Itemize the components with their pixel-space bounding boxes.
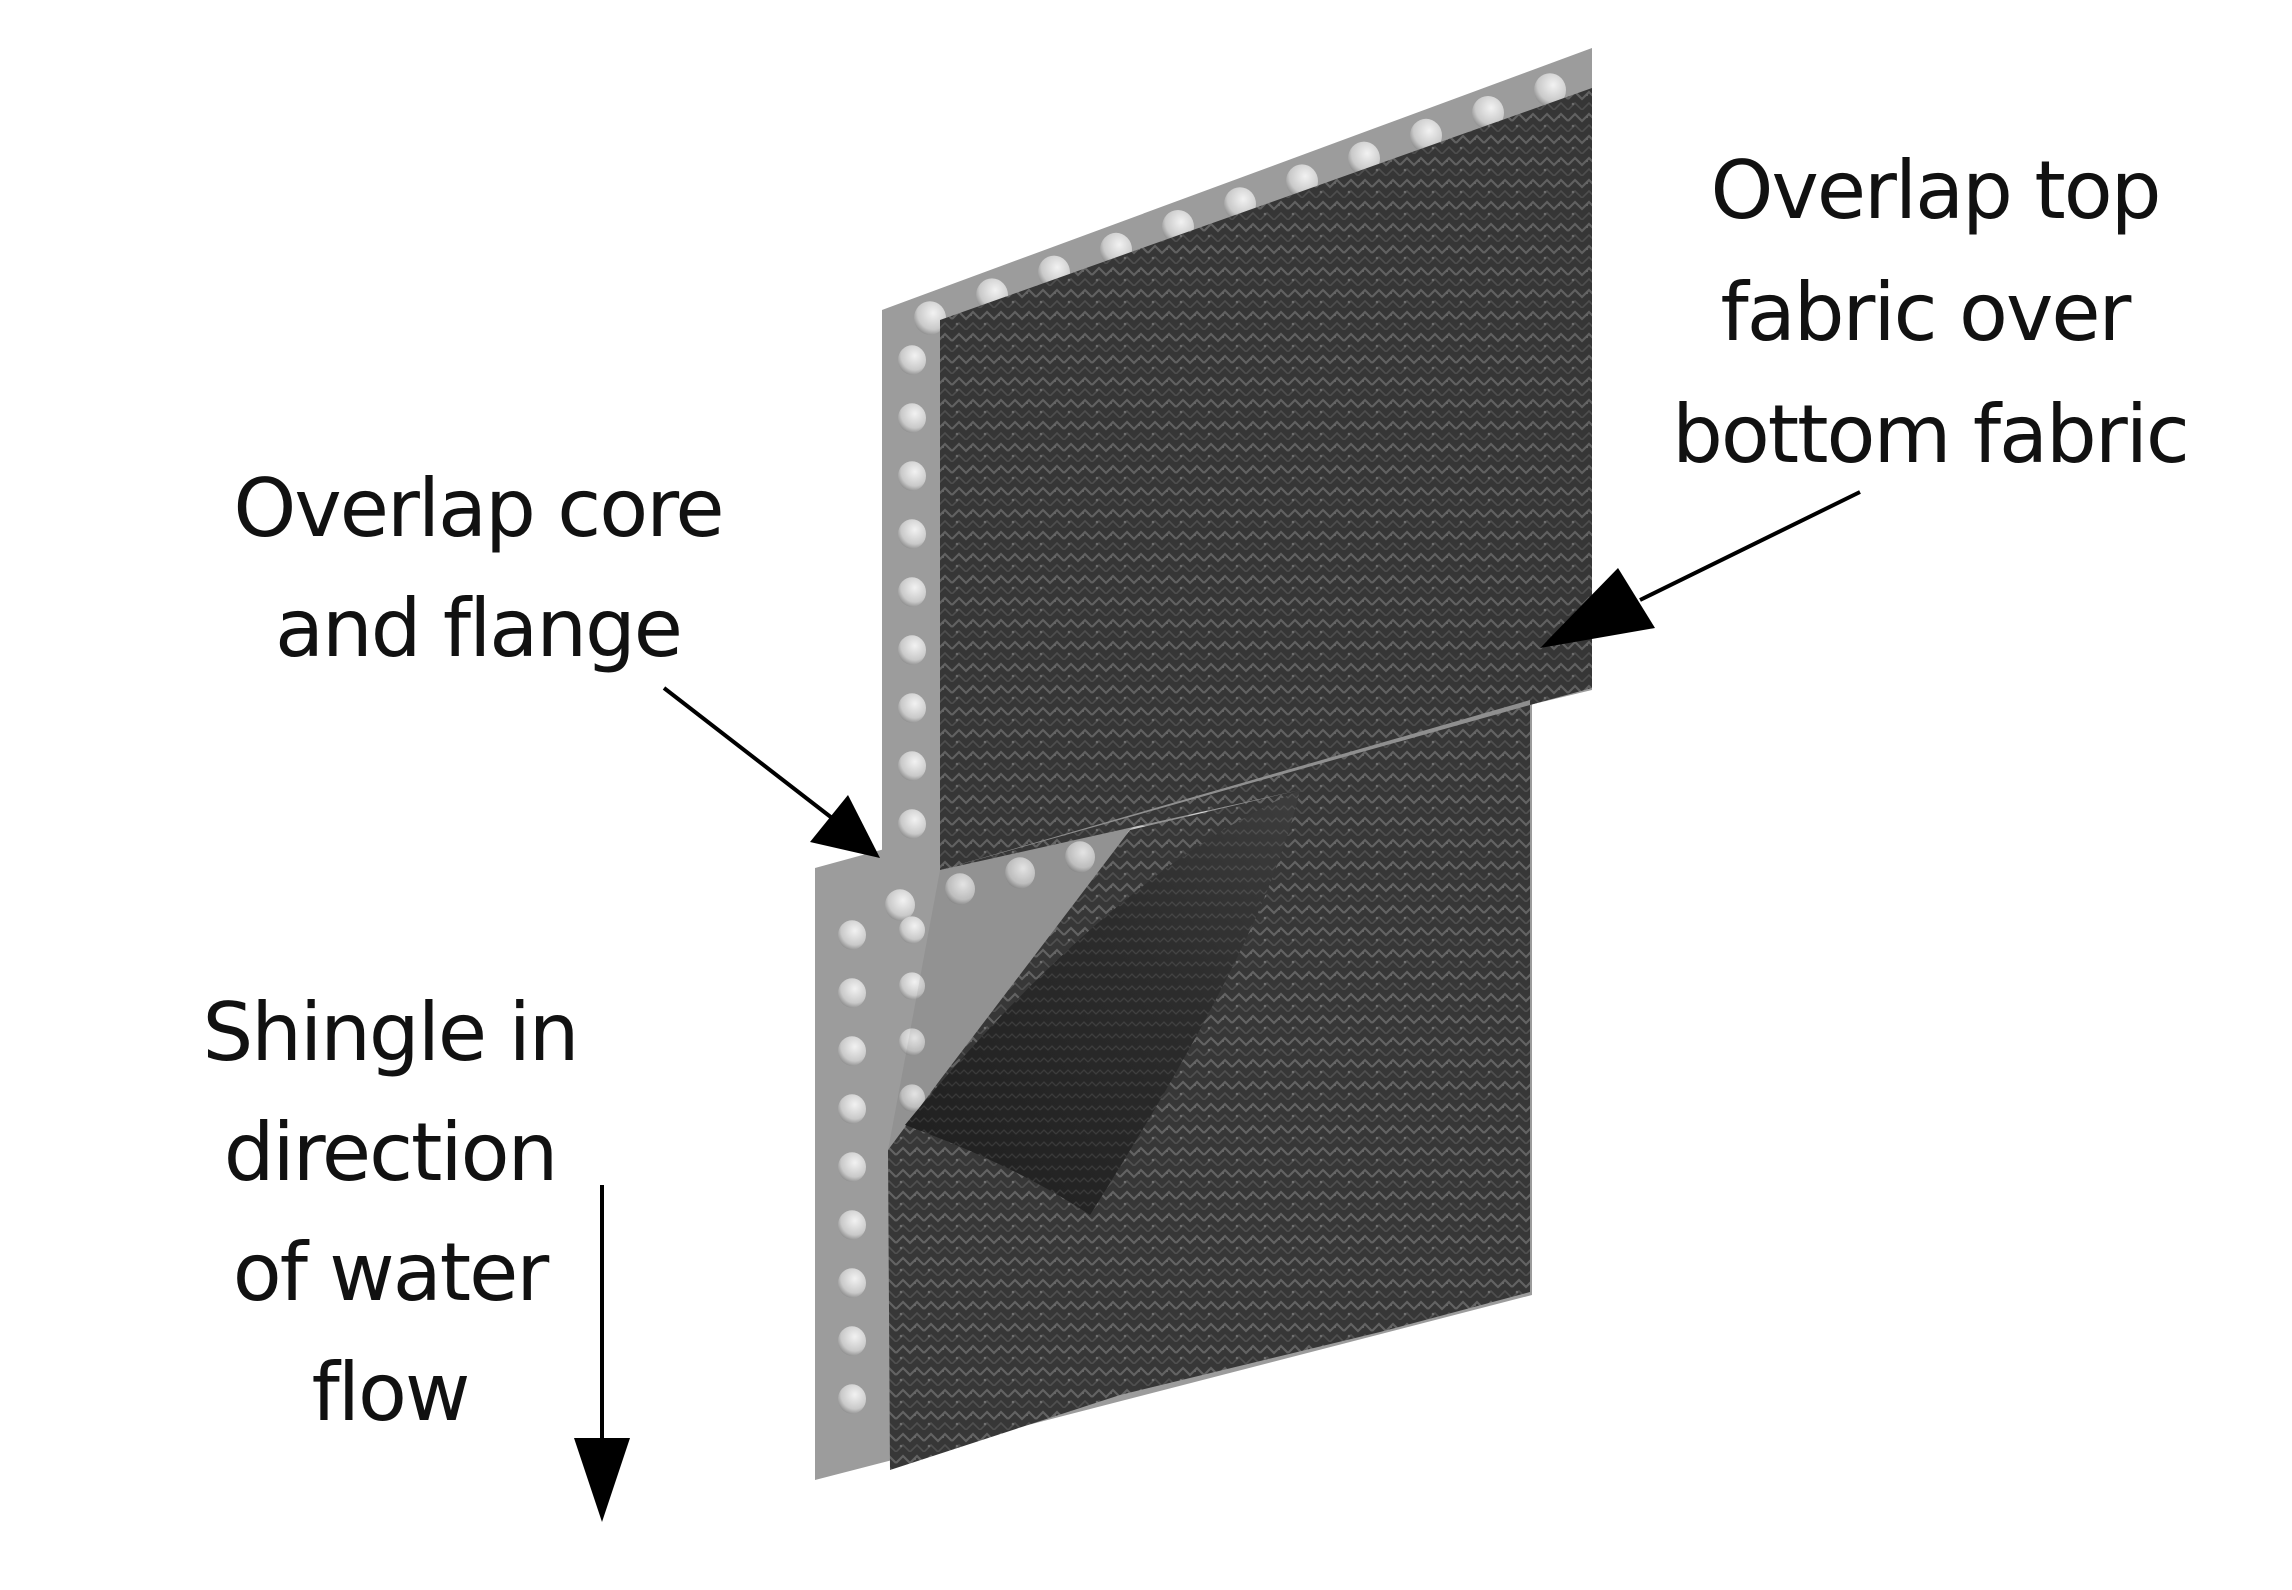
peeled-fabric-flap <box>905 790 1300 1215</box>
core-dimple <box>885 889 915 921</box>
core-dimple <box>899 972 925 1000</box>
core-dimple <box>838 1210 866 1240</box>
label-line: of water <box>233 1226 550 1319</box>
core-dimple <box>898 345 926 375</box>
label-line: Shingle in <box>203 986 578 1079</box>
core-dimple <box>898 461 926 491</box>
core-dimple <box>898 403 926 433</box>
core-dimple <box>838 1152 866 1182</box>
core-dimple <box>898 809 926 839</box>
core-dimple <box>899 1084 925 1112</box>
core-dimple <box>1065 841 1095 873</box>
core-dimple <box>1472 96 1504 130</box>
core-dimple <box>899 916 925 944</box>
core-dimple <box>898 577 926 607</box>
core-dimple <box>899 1028 925 1056</box>
core-dimple <box>914 301 946 335</box>
label-overlap-top-fabric: Overlap top fabric over bottom fabric <box>1672 144 2190 481</box>
label-line: Overlap top <box>1711 144 2160 237</box>
arrow-overlap-core-flange <box>662 686 880 858</box>
core-dimple <box>945 873 975 905</box>
top-fabric-sheet <box>940 88 1592 870</box>
core-dimple <box>838 1094 866 1124</box>
upper-core-dimples <box>898 73 1566 839</box>
core-dimple <box>1410 118 1442 153</box>
core-dimple <box>898 751 926 781</box>
label-line: direction <box>224 1106 557 1199</box>
arrow-overlap-top-fabric <box>1540 490 1861 648</box>
core-dimple <box>838 1384 866 1414</box>
core-dimple <box>838 1036 866 1066</box>
core-dimple <box>838 978 866 1008</box>
core-dimple <box>898 519 926 549</box>
core-dimple <box>1005 857 1035 889</box>
core-dimple <box>838 1326 866 1356</box>
bottom-fabric-sheet <box>888 705 1530 1470</box>
core-dimple <box>898 635 926 665</box>
label-line: and flange <box>275 582 681 675</box>
core-dimple <box>1534 73 1566 107</box>
label-line: Overlap core <box>233 462 722 555</box>
core-dimple <box>898 693 926 723</box>
label-overlap-core-flange: Overlap core and flange <box>233 462 724 675</box>
label-line: fabric over <box>1721 266 2132 359</box>
arrow-water-flow-direction <box>574 1185 630 1522</box>
label-line: bottom fabric <box>1672 388 2188 481</box>
label-shingle-water-flow: Shingle in direction of water flow <box>203 986 580 1439</box>
core-dimple <box>838 1268 866 1298</box>
label-line: flow <box>312 1346 469 1439</box>
core-dimple <box>838 920 866 950</box>
